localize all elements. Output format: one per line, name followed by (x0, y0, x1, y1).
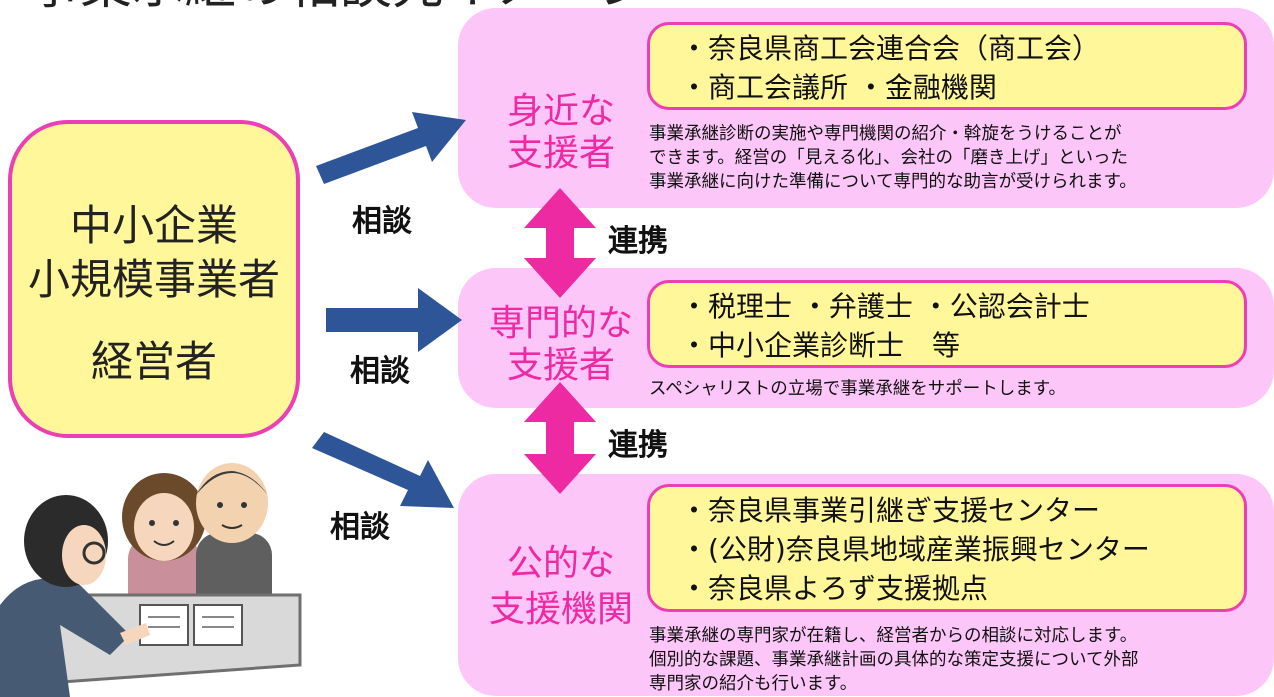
nearby-supporters-box: ・奈良県商工会連合会（商工会） ・商工会議所 ・金融機関 (647, 22, 1247, 110)
public-desc-2: 個別的な課題、事業承継計画の具体的な策定支援について外部 (649, 650, 1139, 670)
nearby-item-1: ・奈良県商工会連合会（商工会） (680, 32, 1101, 65)
nearby-item-2: ・商工会議所 ・金融機関 (680, 71, 997, 104)
role-specialist-line1: 専門的な (488, 303, 633, 344)
public-institutions-box: ・奈良県事業引継ぎ支援センター ・(公財)奈良県地域産業振興センター ・奈良県よ… (647, 484, 1247, 612)
consult-arrow-top (316, 112, 466, 184)
enterprise-line-3: 経営者 (90, 337, 217, 386)
role-nearby-line1: 身近な (506, 91, 615, 132)
public-item-3: ・奈良県よろず支援拠点 (680, 572, 989, 605)
link-arrow-upper (524, 188, 596, 298)
advisor (0, 495, 150, 697)
consult-arrow-bottom (312, 432, 454, 508)
role-nearby-line2: 支援者 (506, 133, 615, 174)
nearby-desc-1: 事業承継診断の実施や専門機関の紹介・斡旋をうけることが (649, 124, 1122, 144)
nearby-desc-3: 事業承継に向けた準備について専門的な助言が受けられます。 (649, 172, 1137, 192)
consult-label-bottom: 相談 (330, 510, 390, 545)
specialist-desc-1: スペシャリストの立場で事業承継をサポートします。 (649, 379, 1067, 399)
public-desc-3: 専門家の紹介も行います。 (649, 674, 858, 694)
specialist-supporters-box: ・税理士 ・弁護士 ・公認会計士 ・中小企業診断士 等 (647, 280, 1247, 368)
link-arrow-lower (524, 382, 596, 494)
consult-arrow-middle (326, 288, 462, 352)
link-label-upper: 連携 (608, 224, 668, 259)
consultation-illustration (0, 463, 302, 697)
role-public-line2: 支援機関 (488, 589, 633, 630)
consult-label-middle: 相談 (350, 354, 410, 389)
enterprise-line-2: 小規模事業者 (27, 255, 280, 304)
enterprise-line-1: 中小企業 (69, 201, 238, 250)
link-label-lower: 連携 (608, 428, 668, 463)
role-public-line1: 公的な (506, 543, 615, 584)
specialist-item-2: ・中小企業診断士 等 (680, 329, 961, 362)
nearby-desc-2: できます。経営の「見える化」、会社の「磨き上げ」といった (649, 148, 1128, 168)
role-specialist-line2: 支援者 (506, 345, 615, 386)
public-item-1: ・奈良県事業引継ぎ支援センター (680, 494, 1101, 527)
public-item-2: ・(公財)奈良県地域産業振興センター (680, 533, 1150, 566)
enterprise-box: 中小企業 小規模事業者 経営者 (8, 120, 300, 438)
consult-label-top: 相談 (352, 204, 412, 239)
specialist-item-1: ・税理士 ・弁護士 ・公認会計士 (680, 290, 1090, 323)
public-desc-1: 事業承継の専門家が在籍し、経営者からの相談に対応します。 (649, 626, 1138, 646)
